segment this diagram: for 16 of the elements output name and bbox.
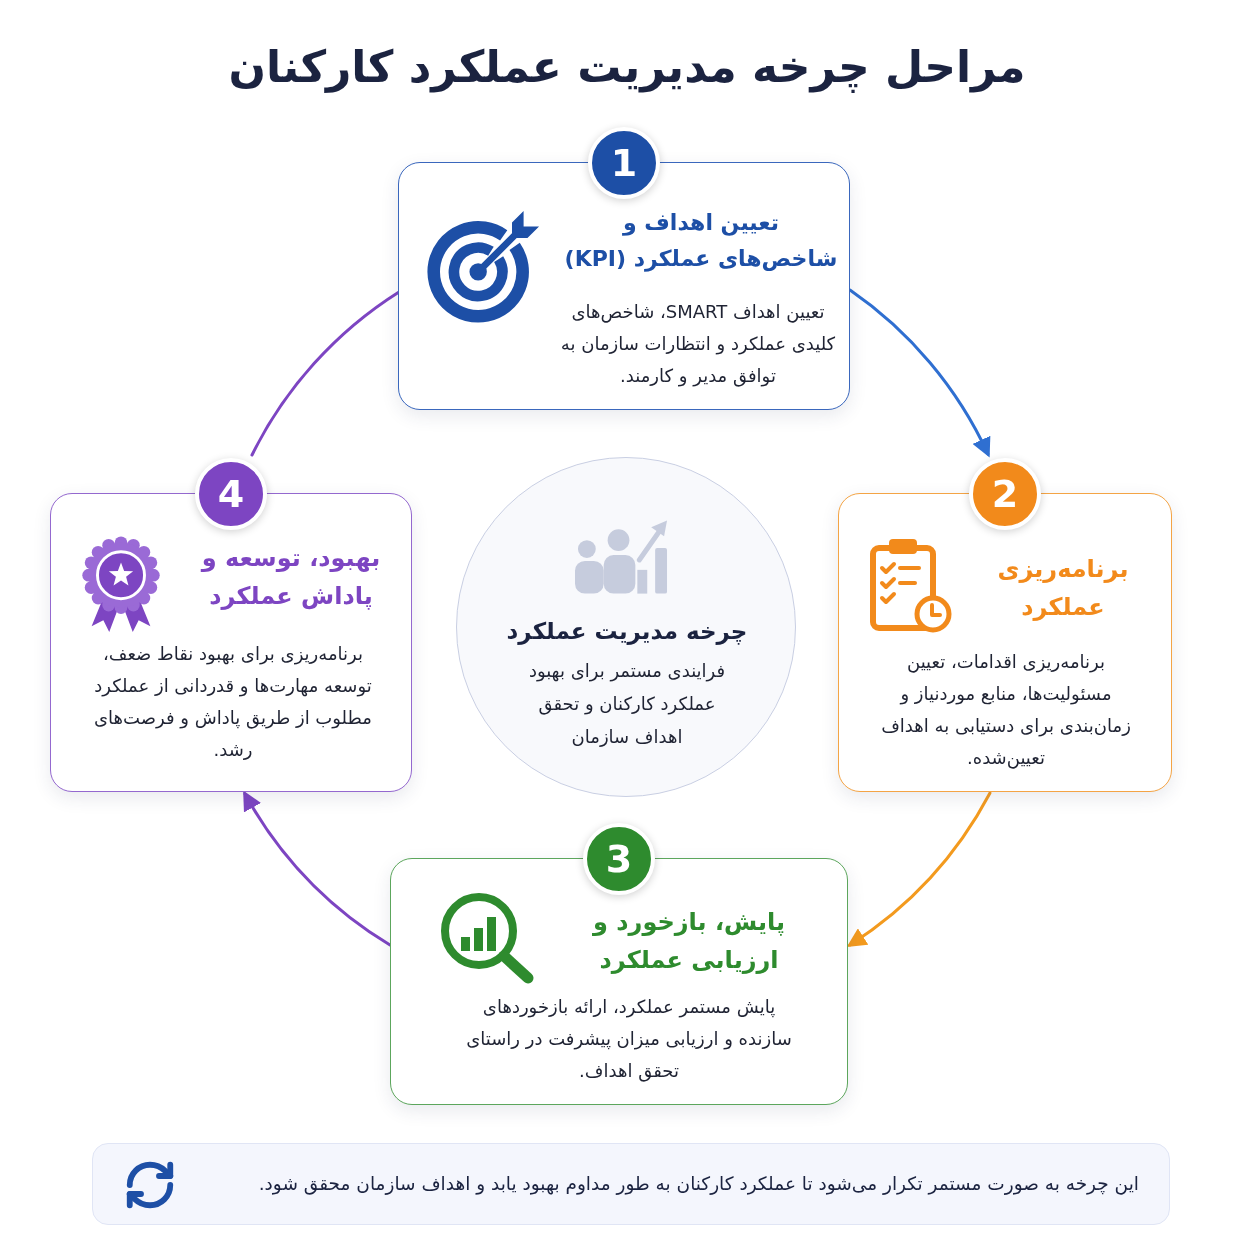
- step-heading: برنامه‌ریزی عملکرد: [996, 554, 1130, 623]
- arrow: [846, 791, 992, 948]
- page-title: مراحل چرخه مدیریت عملکرد کارکنان: [228, 40, 1026, 95]
- arrow: [242, 790, 392, 947]
- step-heading: پایش، بازخورد و ارزیابی عملکرد: [591, 907, 786, 976]
- step-description: تعیین اهداف SMART، شاخص‌های کلیدی عملکرد و انتظارات سازمان به توافق مدیر و کارمند.: [559, 300, 837, 389]
- step-description: پایش مستمر عملکرد، ارائه بازخوردهای سازنده و ارزیابی میزان پیشرفت در راستای تحقق اهداف.: [465, 995, 793, 1084]
- step-description: برنامه‌ریزی برای بهبود نقاط ضعف، توسعه مهارت‌ها و قدردانی از عملکرد مطلوب از طریق پاداش و فرصت‌های رشد.: [93, 642, 373, 762]
- step-description: برنامه‌ریزی اقدامات، تعیین مسئولیت‌ها، منابع موردنیاز و زمان‌بندی برای دستیابی به اهداف تعیین‌شده.: [880, 650, 1132, 771]
- arrow: [848, 288, 990, 458]
- cycle-description: فرایندی مستمر برای بهبود عملکرد کارکنان و تحقق اهداف سازمان: [527, 659, 727, 749]
- step-heading: تعیین اهداف و شاخص‌های عملکرد (KPI): [563, 209, 839, 274]
- footer-banner: [92, 1143, 1170, 1225]
- cycle-heading: چرخه مدیریت عملکرد: [506, 617, 748, 647]
- footer-note: این چرخه به صورت مستمر تکرار می‌شود تا عملکرد کارکنان به طور مداوم بهبود یابد و اهداف سازمان محقق شود.: [258, 1172, 1139, 1197]
- step-heading: بهبود، توسعه و پاداش عملکرد: [199, 543, 382, 612]
